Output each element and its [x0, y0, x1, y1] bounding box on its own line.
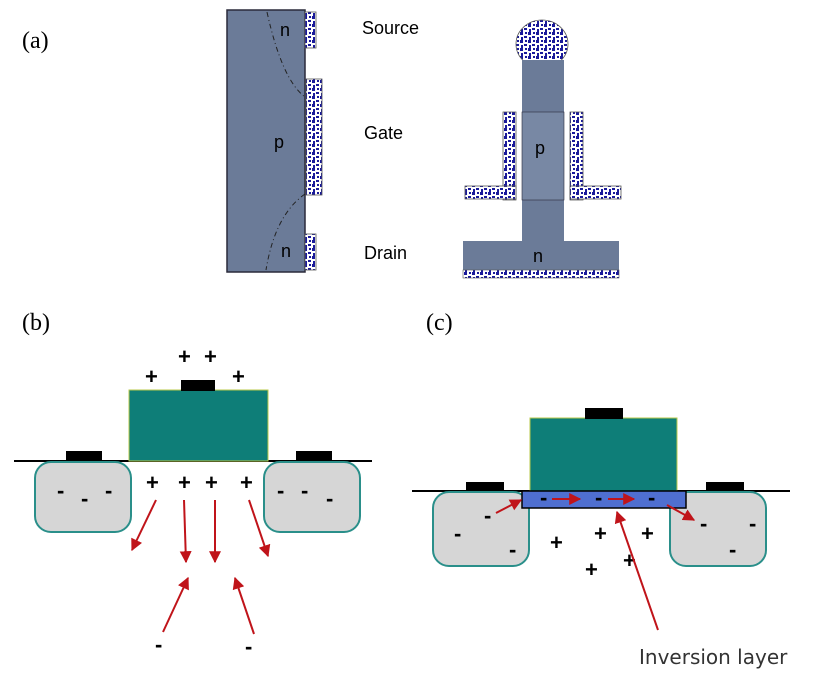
n-region-top-label: n	[280, 20, 290, 40]
field-arrow	[131, 499, 157, 552]
panel-label-b: (b)	[22, 310, 50, 336]
minus-charge: -	[57, 478, 64, 503]
n-region-right-label: n	[533, 246, 543, 266]
panel-c-electron-flow	[495, 493, 696, 631]
electron-arrow	[495, 499, 523, 514]
minus-charge: -	[509, 537, 516, 562]
minus-charge: -	[81, 486, 88, 511]
n-region-bottom-label: n	[281, 241, 291, 261]
plus-charge: +	[594, 521, 607, 546]
field-arrow	[179, 499, 192, 564]
minus-charge: -	[454, 521, 461, 546]
planar-device: n p n	[226, 9, 323, 273]
source-contact	[304, 11, 317, 49]
panel-c-device	[412, 408, 790, 567]
minus-charge: -	[595, 485, 602, 510]
drain-well-b	[263, 461, 361, 533]
gate-contact	[305, 78, 323, 196]
panel-b-charges: + + + + + + + + - - - - - - - -	[57, 344, 333, 659]
field-arrow	[248, 499, 271, 558]
plus-charge: +	[178, 470, 191, 495]
minus-charge: -	[729, 537, 736, 562]
gate-oxide-b	[128, 389, 269, 462]
p-channel	[521, 111, 565, 201]
p-region-label: p	[274, 132, 284, 152]
source-contact-b	[66, 451, 102, 461]
plus-charge: +	[145, 364, 158, 389]
drain-contact-b	[296, 451, 332, 461]
inversion-pointer-arrow	[614, 510, 659, 631]
drain-strip	[462, 269, 620, 279]
minus-charge: -	[700, 511, 707, 536]
gate-right-foot	[569, 185, 622, 200]
drain-contact	[304, 233, 317, 271]
minus-charge: -	[326, 486, 333, 511]
minus-charge: -	[105, 478, 112, 503]
electron-arrow	[666, 504, 696, 521]
source-label: Source	[362, 18, 419, 38]
plus-charge: +	[550, 530, 563, 555]
inversion-layer-label: Inversion layer	[639, 645, 788, 669]
minus-charge: -	[155, 632, 162, 657]
drain-contact-c	[706, 482, 744, 492]
minus-charge: -	[484, 503, 491, 528]
plus-charge: +	[232, 364, 245, 389]
plus-charge: +	[146, 470, 159, 495]
minus-charge: -	[540, 485, 547, 510]
plus-charge: +	[178, 344, 191, 369]
plus-charge: +	[205, 470, 218, 495]
gate-contact-b	[181, 380, 215, 391]
panel-b-device	[14, 380, 372, 533]
panel-c-charges: - - - - - - - - - + + + + +	[454, 485, 756, 582]
plus-charge: +	[641, 521, 654, 546]
panel-b-field-arrows	[131, 499, 271, 635]
gate-left-foot	[464, 185, 517, 200]
minus-charge: -	[648, 485, 655, 510]
vertical-device: p n	[462, 19, 622, 279]
junction-bottom	[265, 193, 306, 271]
p-region-right-label: p	[535, 138, 545, 158]
field-arrow	[232, 576, 255, 635]
source-well-c	[432, 491, 530, 567]
source-well-b	[34, 461, 132, 533]
minus-charge: -	[301, 478, 308, 503]
gate-right-vertical	[569, 111, 584, 201]
gate-left-vertical	[502, 111, 517, 201]
field-arrow	[162, 576, 189, 633]
semiconductor-body	[226, 9, 306, 273]
drain-label: Drain	[364, 243, 407, 263]
panel-label-c: (c)	[426, 310, 453, 336]
source-contact-c	[466, 482, 504, 492]
plus-charge: +	[240, 470, 253, 495]
plus-charge: +	[204, 344, 217, 369]
minus-charge: -	[245, 634, 252, 659]
gate-contact-c	[585, 408, 623, 419]
panel-label-a: (a)	[22, 28, 49, 54]
plus-charge: +	[585, 557, 598, 582]
minus-charge: -	[749, 511, 756, 536]
junction-top	[266, 11, 306, 98]
gate-oxide-c	[529, 417, 678, 492]
gate-label: Gate	[364, 123, 403, 143]
n-base	[463, 241, 619, 273]
minus-charge: -	[277, 478, 284, 503]
